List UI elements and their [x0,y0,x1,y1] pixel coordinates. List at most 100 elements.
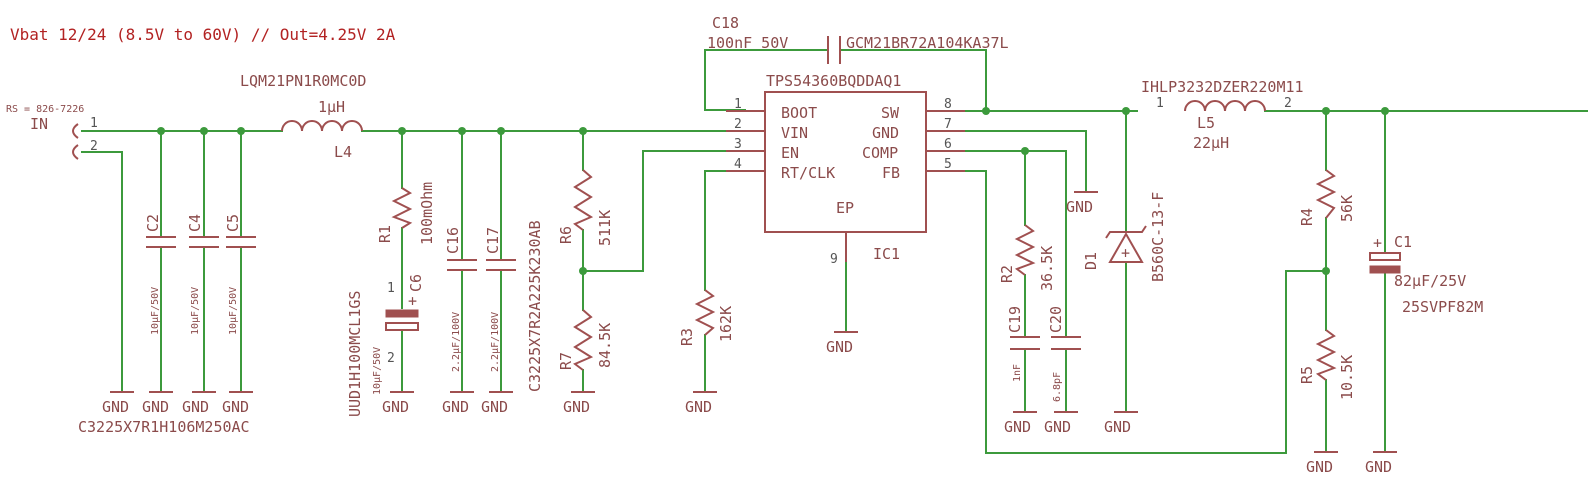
ic1-pin-fb-num: 5 [944,157,952,172]
l5-pin-1: 1 [1156,96,1164,111]
c1-part: 25SVPF82M [1402,298,1483,316]
c17-part: C3225X7R2A225K230AB [526,220,544,392]
l5-pin-2: 2 [1284,96,1292,111]
c4-ref: C4 [186,214,204,232]
ic1-pin-vin-num: 2 [734,117,742,132]
svg-text:+: + [1373,234,1382,252]
ic1-ep-label: EP [836,199,854,217]
input-pin-2: 2 [90,139,98,154]
c17-value: 2.2µF/100V [490,312,501,372]
gnd-label: GND [382,398,409,416]
svg-text:+: + [1121,244,1130,262]
gnd-label: GND [1004,418,1031,436]
r1-value: 100mOhm [418,182,436,245]
c19-ref: C19 [1006,306,1024,333]
ic1-pin-comp-num: 6 [944,137,952,152]
c6-part: UUD1H100MCL1GS [346,291,364,417]
ic1-pin-gnd-num: 7 [944,117,952,132]
r6-ref: R6 [557,226,575,244]
c18-ref: C18 [712,14,739,32]
gnd-label: GND [142,398,169,416]
electrolytic-c1: + [1369,234,1401,274]
c20-ref: C20 [1047,306,1065,333]
c6-pin-1: 1 [387,281,395,296]
r4-value: 56K [1338,195,1356,222]
ic1-part: TPS54360BQDDAQ1 [766,72,901,90]
r7-ref: R7 [557,352,575,370]
gnd-label: GND [1044,418,1071,436]
d1-part: B560C-13-F [1149,192,1167,282]
r3-ref: R3 [678,328,696,346]
c2-ref: C2 [144,214,162,232]
l5-ref: L5 [1197,114,1215,132]
r5-value: 10.5K [1338,355,1356,400]
l5-value: 22µH [1193,134,1229,152]
gnd-label: GND [182,398,209,416]
gnd-label: GND [481,398,508,416]
d1-ref: D1 [1082,252,1100,270]
r4-ref: R4 [1298,208,1316,226]
c20-value: 6.8pF [1052,372,1063,402]
c5-value: 10µF/50V [228,287,239,335]
ic1-pin-comp-name: COMP [862,144,898,162]
ic1-pin-sw-name: SW [881,104,900,122]
l4-part: LQM21PN1R0MC0D [240,72,366,90]
capacitor-symbols [146,36,1081,350]
c2-value: 10µF/50V [150,287,161,335]
rs-note: RS = 826-7226 [6,104,84,115]
resistor-symbols [391,169,1337,381]
c1-value: 82µF/25V [1394,272,1466,290]
l5-part: IHLP3232DZER220M11 [1141,78,1304,96]
wires [81,49,1588,454]
c4-value: 10µF/50V [190,287,201,335]
r6-value: 511K [596,210,614,246]
inductor-l4-symbol [281,120,363,132]
input-caps-part: C3225X7R1H106M250AC [78,418,250,436]
r1-ref: R1 [376,225,394,243]
c17-ref: C17 [484,227,502,254]
labels: Vbat 12/24 (8.5V to 60V) // Out=4.25V 2A… [6,14,1483,476]
input-label: IN [30,115,48,133]
diode-d1-symbol: + [1105,225,1147,263]
ic1-body [726,91,965,262]
input-connector [72,123,79,160]
gnd-label: GND [1104,418,1131,436]
l4-ref: L4 [334,143,352,161]
c6-pin-2: 2 [387,351,395,366]
junctions [157,107,1389,275]
gnd-label: GND [826,338,853,356]
c5-ref: C5 [224,214,242,232]
c16-value: 2.2µF/100V [451,312,462,372]
ic1-pin-en-name: EN [781,144,799,162]
c1-ref: C1 [1394,233,1412,251]
c16-ref: C16 [444,227,462,254]
ic1-pin-boot-num: 1 [734,97,742,112]
svg-text:+: + [408,292,417,310]
ic1-pin-boot-name: BOOT [781,104,817,122]
gnd-label: GND [1066,198,1093,216]
gnd-label: GND [222,398,249,416]
ground-bars [110,191,1397,453]
c18-value: 100nF 50V [707,34,788,52]
c18-part: GCM21BR72A104KA37L [846,34,1009,52]
gnd-label: GND [1306,458,1333,476]
ic1-pin-rtclk-name: RT/CLK [781,164,835,182]
gnd-label: GND [1365,458,1392,476]
ic1-ref: IC1 [873,245,900,263]
r5-ref: R5 [1298,366,1316,384]
ic1-pin-vin-name: VIN [781,124,808,142]
c19-value: 1nF [1012,364,1023,382]
ic1-pin-fb-name: FB [882,164,900,182]
ic1-ep-pin: 9 [830,252,838,267]
ic1-pin-en-num: 3 [734,137,742,152]
gnd-label: GND [685,398,712,416]
r2-value: 36.5K [1038,246,1056,291]
c6-value: 10µF/50V [372,347,383,395]
ic1-pin-rtclk-num: 4 [734,157,742,172]
electrolytic-c6: + [385,292,419,331]
schematic-title: Vbat 12/24 (8.5V to 60V) // Out=4.25V 2A [10,25,396,44]
input-pin-1: 1 [90,116,98,131]
ic1-pin-sw-num: 8 [944,97,952,112]
gnd-label: GND [442,398,469,416]
